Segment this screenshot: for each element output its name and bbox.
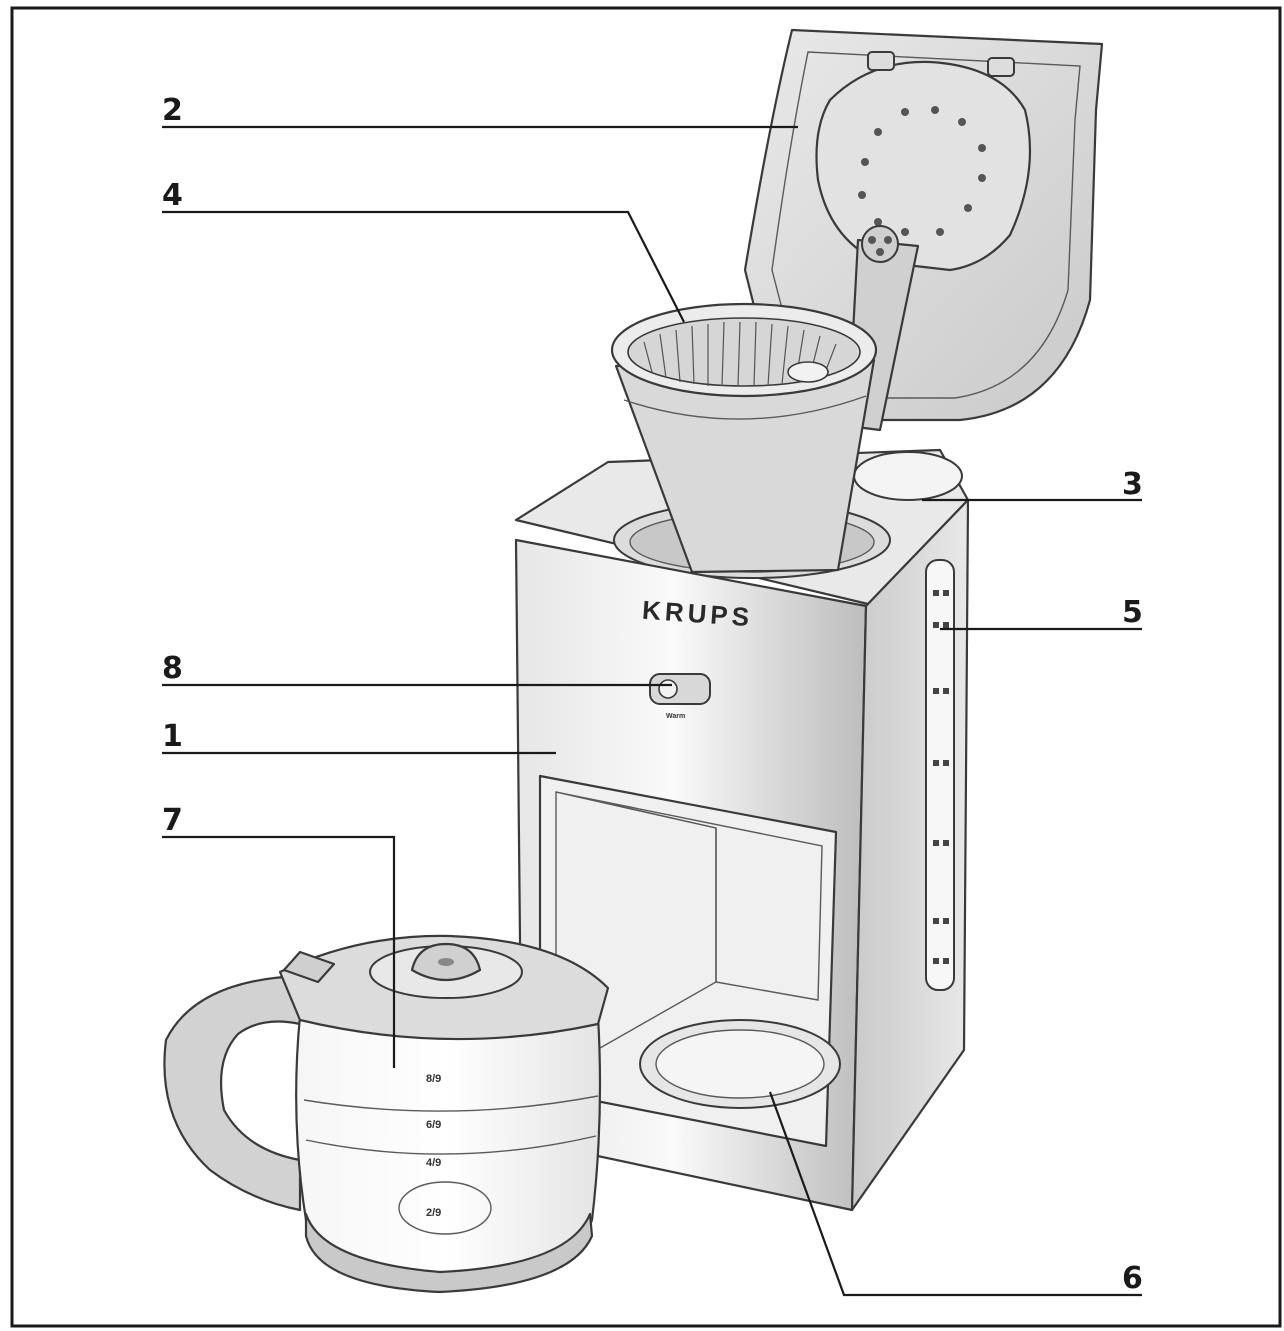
callout-8: 8 <box>162 651 672 687</box>
svg-text:7: 7 <box>162 803 183 838</box>
svg-text:3: 3 <box>1122 467 1143 502</box>
water-level-gauge <box>925 559 955 991</box>
svg-text:2: 2 <box>162 93 183 128</box>
machine-body: KRUPS Warm <box>514 448 970 1212</box>
carafe-mark-4: 2/9 <box>426 1207 441 1219</box>
callout-7: 7 <box>162 803 396 1068</box>
callout-5: 5 <box>940 595 1143 631</box>
callout-3: 3 <box>922 467 1143 502</box>
svg-text:1: 1 <box>162 719 183 754</box>
shower-holes <box>858 106 986 236</box>
carafe-mark-3: 4/9 <box>426 1157 441 1169</box>
svg-text:4: 4 <box>162 178 183 213</box>
svg-text:6: 6 <box>1122 1261 1143 1296</box>
carafe-mark-2: 6/9 <box>426 1119 441 1131</box>
svg-text:5: 5 <box>1122 595 1143 630</box>
glass-carafe: 8/9 6/9 4/9 2/9 <box>163 934 610 1294</box>
switch-caption: Warm <box>666 713 685 720</box>
callout-6: 6 <box>768 1091 1143 1297</box>
callout-1: 1 <box>162 719 556 755</box>
callout-4: 4 <box>162 178 685 323</box>
callout-2: 2 <box>162 93 798 129</box>
svg-text:8: 8 <box>162 651 183 686</box>
filter-holder <box>610 302 878 574</box>
carafe-mark-1: 8/9 <box>426 1073 441 1085</box>
